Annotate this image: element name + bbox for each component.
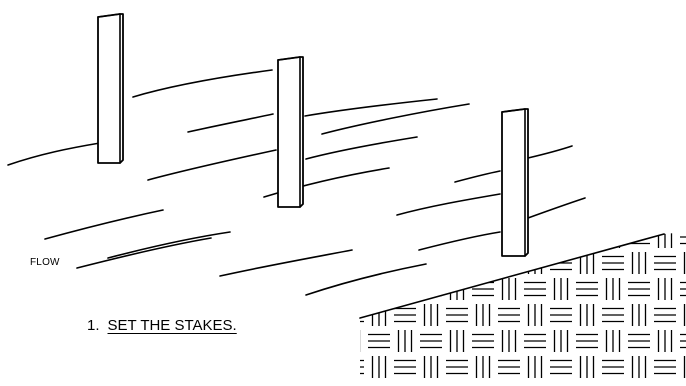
step-text: SET THE STAKES. [108,317,237,334]
flow-line [306,137,417,159]
flow-line [148,150,276,180]
flow-line [188,114,273,132]
flow-line [397,194,500,215]
flow-line [220,250,352,276]
flow-label: FLOW [30,258,60,268]
flow-line [306,264,426,295]
step-caption: 1. SET THE STAKES. [87,318,237,333]
flow-line [528,198,585,218]
flow-line [419,232,500,250]
stake [502,109,528,256]
flow-line [108,232,230,258]
flow-line [528,146,572,158]
flow-line [77,238,211,268]
flow-line [8,143,100,165]
flow-line [455,171,500,182]
flow-line [322,104,469,134]
stake [98,14,123,163]
stake [278,57,303,207]
step-number: 1. [87,317,100,334]
flow-line [45,210,163,239]
flow-line [133,70,272,97]
